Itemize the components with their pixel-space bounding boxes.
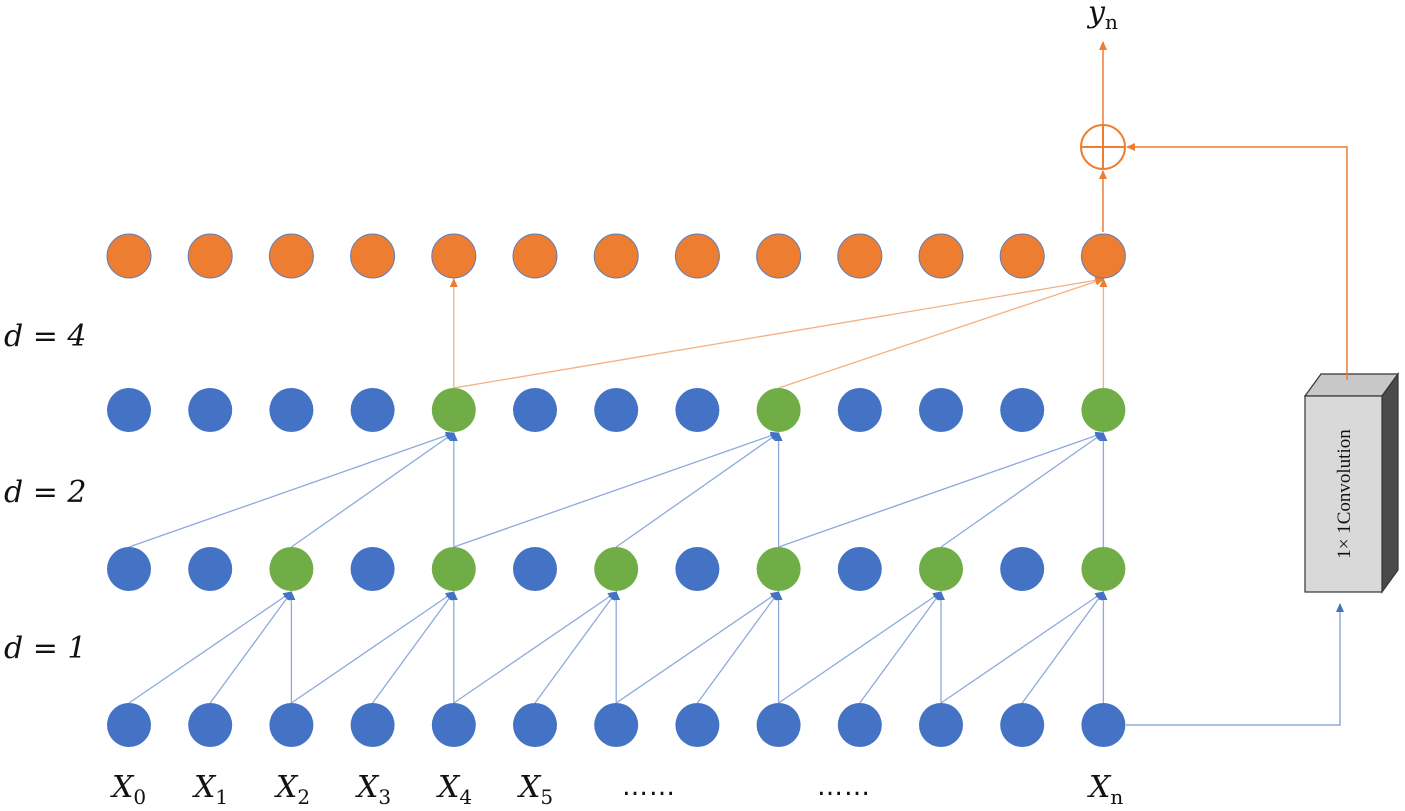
edge-layer1-to-layer2 xyxy=(291,432,455,548)
input-node xyxy=(837,703,882,747)
sum-node xyxy=(1080,124,1126,170)
output-node xyxy=(918,233,964,279)
nodes-layer xyxy=(106,233,1126,747)
input-label-x5: X5 xyxy=(517,770,553,809)
output-node xyxy=(512,233,558,279)
edge-input-to-layer1 xyxy=(291,591,455,704)
layer2-node xyxy=(1000,388,1045,432)
edge-layer2-to-output xyxy=(778,277,1105,389)
input-node xyxy=(1000,703,1045,747)
input-node xyxy=(188,703,233,747)
dilation-label-d4: d = 4 xyxy=(4,319,87,354)
layer2-node xyxy=(594,388,639,432)
edge-input-to-layer1 xyxy=(209,591,292,704)
output-node xyxy=(593,233,639,279)
layer1-node xyxy=(1081,547,1126,591)
edge-input-to-layer1 xyxy=(859,591,942,704)
edge-layer1-to-layer2 xyxy=(940,432,1105,548)
output-node xyxy=(1080,233,1126,279)
layer2-node xyxy=(431,388,476,432)
input-node xyxy=(675,703,720,747)
edge-layer1-to-layer2 xyxy=(128,431,455,548)
edge-input-to-layer1 xyxy=(696,591,780,704)
input-node xyxy=(919,703,963,747)
edge-input-to-layer1 xyxy=(940,591,1105,704)
output-node xyxy=(837,233,883,279)
layer2-node xyxy=(188,388,233,432)
layer1-node xyxy=(837,547,882,591)
layer2-node xyxy=(513,388,557,432)
edges-layer xyxy=(128,276,1108,704)
conv-to-sum-path xyxy=(1126,143,1348,380)
input-label-x4: X4 xyxy=(436,770,472,809)
output-label: yn xyxy=(1086,0,1118,34)
layer2-node xyxy=(837,388,882,432)
layer2-node xyxy=(1081,388,1126,432)
output-node xyxy=(187,233,233,279)
edge-input-to-layer1 xyxy=(1021,591,1104,704)
output-node xyxy=(431,233,477,279)
edge-layer2-to-output xyxy=(453,276,1105,389)
input-node xyxy=(1081,703,1126,747)
input-node xyxy=(107,703,151,747)
layer1-node xyxy=(269,547,314,591)
input-labels: X0 X1 X2 X3 X4 X5 …… …… Xn xyxy=(110,770,1123,809)
edge-input-to-layer1 xyxy=(128,591,293,704)
edge-layer1-to-layer2 xyxy=(778,431,1105,548)
input-label-xn: Xn xyxy=(1087,770,1123,809)
output-node xyxy=(756,233,802,279)
layer1-node xyxy=(513,547,557,591)
layer1-node xyxy=(188,547,233,591)
conv-box-front xyxy=(1304,395,1383,593)
layer1-node xyxy=(919,547,963,591)
input-ellipsis-2: …… xyxy=(817,772,871,802)
input-node xyxy=(513,703,557,747)
layer2-node xyxy=(350,388,395,432)
conv-block: 1× 1Convolution xyxy=(1303,372,1400,594)
input-label-x3: X3 xyxy=(355,770,391,809)
residual-paths xyxy=(1099,41,1348,726)
edge-layer1-to-layer2 xyxy=(453,431,780,548)
layer1-node xyxy=(594,547,639,591)
layer1-node xyxy=(756,547,801,591)
input-ellipsis-1: …… xyxy=(622,772,676,802)
edge-input-to-layer1 xyxy=(372,591,455,704)
input-label-x1: X1 xyxy=(192,770,228,809)
edge-input-to-layer1 xyxy=(778,591,942,704)
edge-input-to-layer1 xyxy=(453,591,618,704)
layer1-node xyxy=(675,547,720,591)
edge-layer1-to-layer2 xyxy=(615,432,780,548)
conv-box-side xyxy=(1381,372,1399,594)
input-node xyxy=(269,703,314,747)
input-label-x0: X0 xyxy=(110,770,146,809)
layer2-node xyxy=(675,388,720,432)
input-node xyxy=(594,703,639,747)
edge-input-to-layer1 xyxy=(615,591,780,704)
layer1-node xyxy=(431,547,476,591)
output-node xyxy=(999,233,1045,279)
input-label-x2: X2 xyxy=(274,770,310,809)
layer2-node xyxy=(107,388,151,432)
layer1-node xyxy=(107,547,151,591)
conv-label: 1× 1Convolution xyxy=(1334,429,1355,559)
output-node xyxy=(674,233,720,279)
dilation-label-d1: d = 1 xyxy=(4,631,87,666)
output-node xyxy=(106,233,152,279)
edge-input-to-layer1 xyxy=(534,591,617,704)
output-node xyxy=(268,233,314,279)
layer1-node xyxy=(1000,547,1045,591)
layer1-node xyxy=(350,547,395,591)
dilation-label-d2: d = 2 xyxy=(4,475,87,510)
input-node xyxy=(350,703,395,747)
input-node xyxy=(756,703,801,747)
input-node xyxy=(431,703,476,747)
output-node xyxy=(350,233,396,279)
input-to-conv-path xyxy=(1126,603,1344,726)
layer2-node xyxy=(919,388,963,432)
layer2-node xyxy=(756,388,801,432)
layer2-node xyxy=(269,388,314,432)
